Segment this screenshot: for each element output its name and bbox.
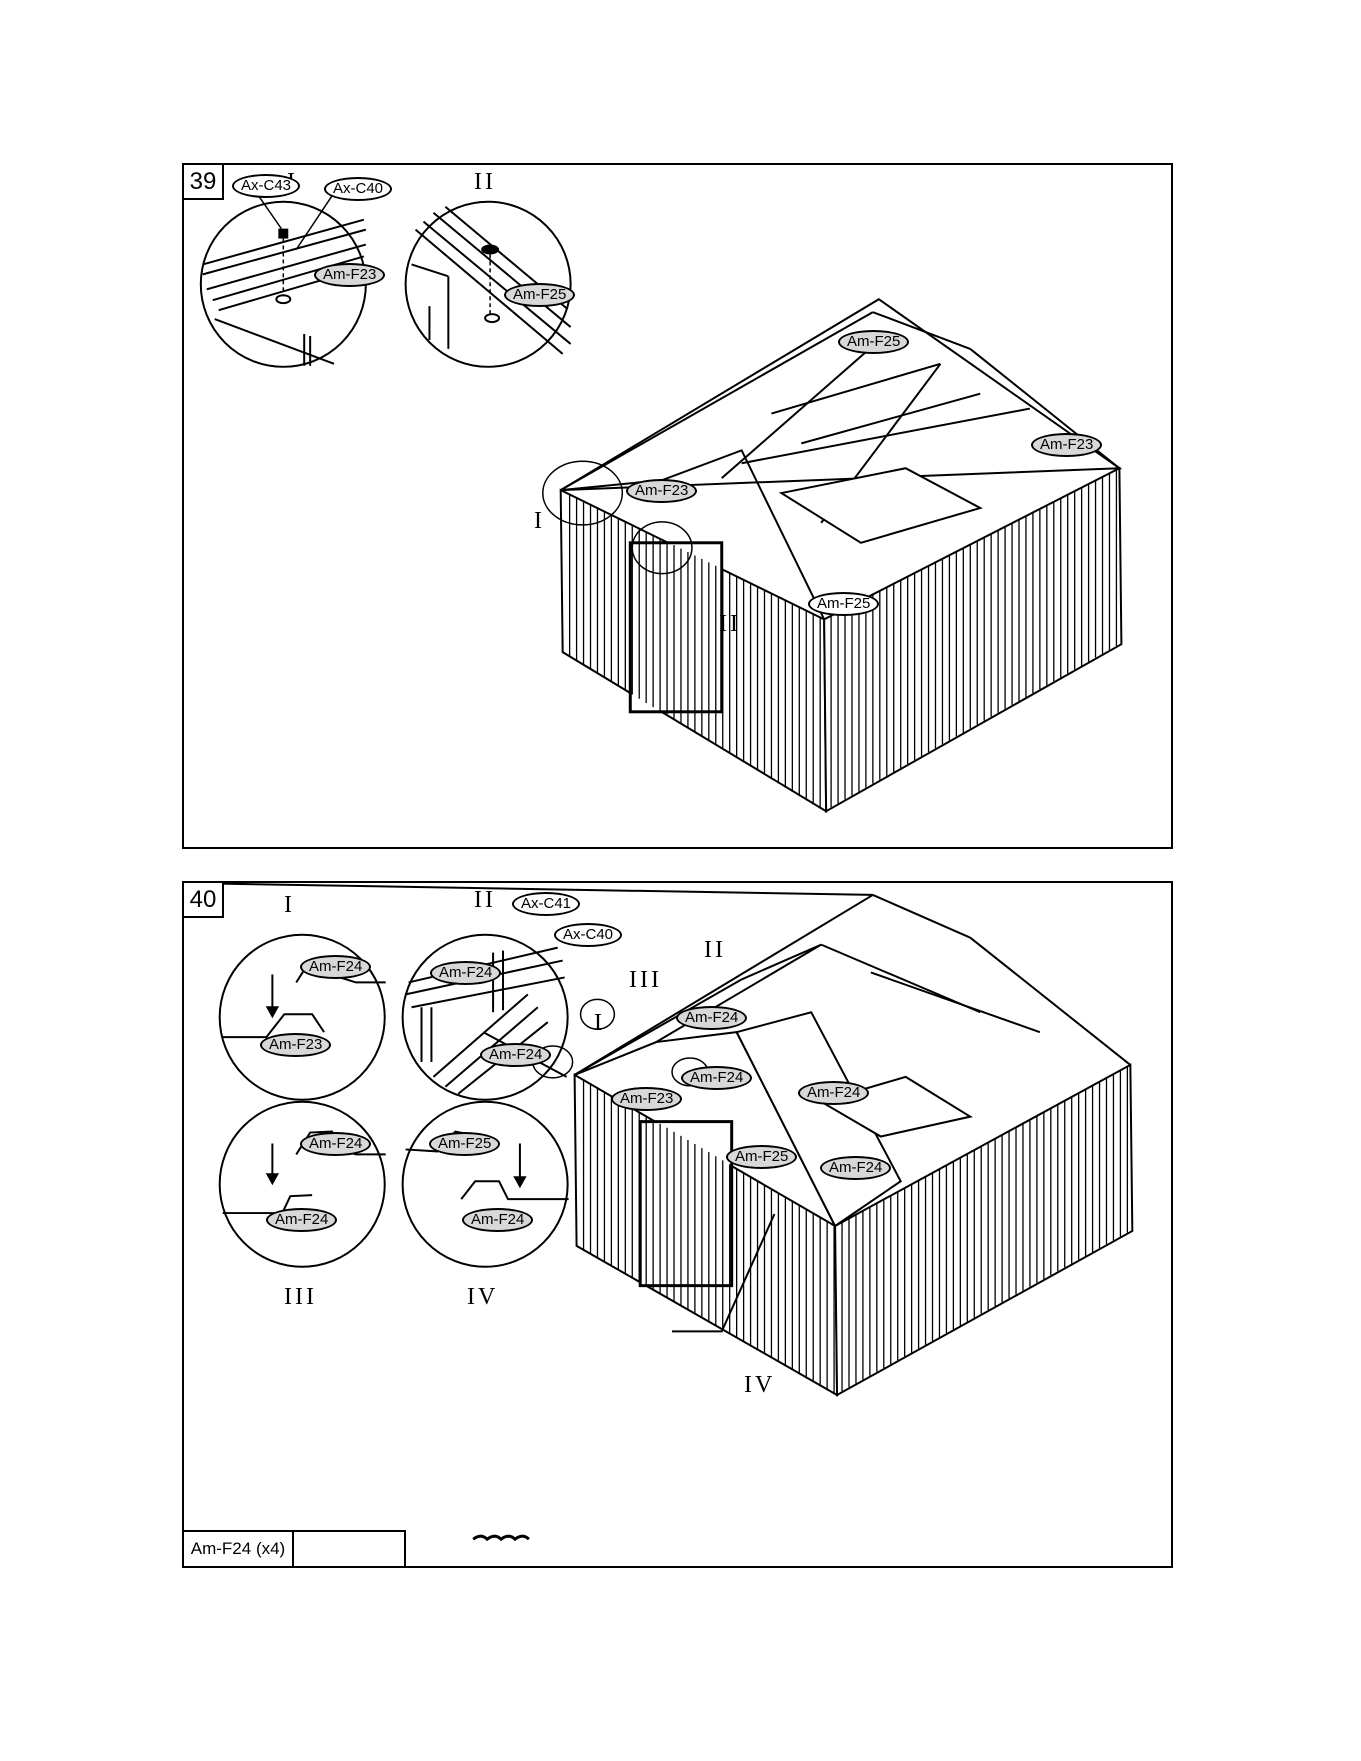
step-40-panel: 40 (182, 881, 1173, 1568)
detail-iv-title: IV (467, 1285, 498, 1309)
label-am-f25-detail: Am-F25 (504, 283, 575, 307)
label-am-f23-detail: Am-F23 (314, 263, 385, 287)
label-am-f24-main-d: Am-F24 (820, 1156, 891, 1180)
label-am-f24-detail-ii-b: Am-F24 (480, 1043, 551, 1067)
step-number: 40 (184, 883, 224, 918)
detail-iv-drawing (403, 1102, 569, 1267)
detail-i-title: I (284, 893, 295, 917)
label-am-f24-detail-i: Am-F24 (300, 955, 371, 979)
label-am-f23-right: Am-F23 (1031, 433, 1102, 457)
main-callout-ii: II (704, 938, 726, 962)
detail-iii-title: III (284, 1285, 317, 1309)
main-callout-ii: II (719, 612, 741, 636)
label-ax-c40: Ax-C40 (324, 177, 392, 201)
main-callout-iv: IV (744, 1373, 775, 1397)
label-am-f25-top: Am-F25 (838, 330, 909, 354)
main-callout-i: I (534, 509, 545, 533)
main-callout-iii: III (629, 968, 662, 992)
detail-iii-drawing (220, 1102, 386, 1267)
legend-part-icon (294, 1532, 404, 1566)
label-ax-c41: Ax-C41 (512, 892, 580, 916)
label-am-f24-detail-iii-b: Am-F24 (266, 1208, 337, 1232)
legend-part-name: Am-F24 (x4) (184, 1532, 294, 1566)
step-39-panel: 39 (182, 163, 1173, 849)
detail-ii-drawing (403, 935, 568, 1100)
label-am-f25-main: Am-F25 (726, 1145, 797, 1169)
detail-ii-title: II (474, 888, 496, 912)
label-ax-c40: Ax-C40 (554, 923, 622, 947)
label-am-f24-detail-iv: Am-F24 (462, 1208, 533, 1232)
parts-legend: Am-F24 (x4) (184, 1530, 406, 1566)
label-am-f23-detail-i: Am-F23 (260, 1033, 331, 1057)
label-am-f24-main-a: Am-F24 (676, 1006, 747, 1030)
label-am-f24-main-b: Am-F24 (681, 1066, 752, 1090)
label-am-f24-detail-iii-a: Am-F24 (300, 1132, 371, 1156)
label-am-f23-left: Am-F23 (626, 479, 697, 503)
detail-ii-title: II (474, 170, 496, 194)
label-am-f25-front: Am-F25 (808, 592, 879, 616)
shed-39-drawing (561, 299, 1122, 811)
step-number: 39 (184, 165, 224, 200)
main-callout-i: I (594, 1011, 605, 1035)
label-am-f25-detail-iv: Am-F25 (429, 1132, 500, 1156)
label-am-f24-main-c: Am-F24 (798, 1081, 869, 1105)
label-am-f23-main: Am-F23 (611, 1087, 682, 1111)
label-am-f24-detail-ii-a: Am-F24 (430, 961, 501, 985)
label-ax-c43: Ax-C43 (232, 174, 300, 198)
